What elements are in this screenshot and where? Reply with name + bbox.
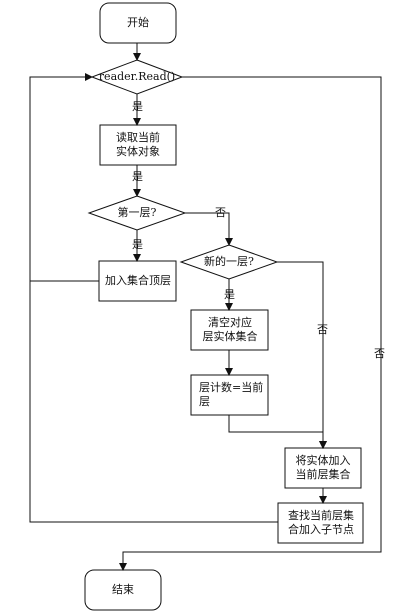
- edge-find-loop: [29, 73, 278, 523]
- level-count-line-1: 层计数=当前: [199, 381, 264, 394]
- clear-set-label: 清空对应 层实体集合: [193, 316, 267, 344]
- edge-read-no: [119, 76, 382, 571]
- read-entity-label: 读取当前 实体对象: [102, 131, 174, 159]
- edge-first-no: [185, 212, 233, 246]
- level-count-box: [190, 374, 269, 416]
- level-count-line-2: 层: [199, 395, 210, 408]
- edge-label-yes-new: 是: [224, 288, 235, 301]
- add-current-label: 将实体加入 当前层集合: [286, 454, 360, 482]
- read-loop-label: reader.Read(): [98, 70, 176, 83]
- clear-set-line-2: 层实体集合: [202, 330, 258, 343]
- find-add-child-line-1: 查找当前层集: [288, 509, 354, 522]
- edge-count-add: [228, 415, 327, 449]
- clear-set-box: [190, 309, 269, 351]
- start-terminal: [99, 2, 177, 44]
- edge-label-yes-read: 是: [132, 100, 143, 113]
- add-top-label: 加入集合顶层: [105, 274, 171, 287]
- read-entity-line-1: 读取当前: [116, 131, 160, 144]
- edge-label-yes-entity: 是: [132, 170, 143, 183]
- add-current-box: [284, 447, 362, 489]
- first-level-label: 第一层?: [117, 206, 157, 219]
- edge-new-no: [277, 261, 327, 449]
- edge-label-yes-first: 是: [132, 238, 143, 251]
- read-entity-box: [99, 124, 177, 166]
- clear-set-line-1: 清空对应: [208, 316, 252, 329]
- read-entity-line-2: 实体对象: [116, 145, 160, 158]
- end-label: 结束: [112, 583, 134, 596]
- edge-label-no-read: 否: [374, 347, 385, 360]
- edge-label-no-first: 否: [215, 206, 226, 219]
- add-current-line-1: 将实体加入: [295, 454, 351, 467]
- add-current-line-2: 当前层集合: [295, 468, 351, 481]
- new-level-label: 新的一层?: [204, 255, 254, 268]
- find-add-child-label: 查找当前层集 合加入子节点: [280, 509, 362, 537]
- start-label: 开始: [127, 16, 149, 29]
- find-add-child-line-2: 合加入子节点: [288, 523, 354, 536]
- edge-label-no-new: 否: [317, 323, 328, 336]
- level-count-label: 层计数=当前 层: [187, 381, 273, 409]
